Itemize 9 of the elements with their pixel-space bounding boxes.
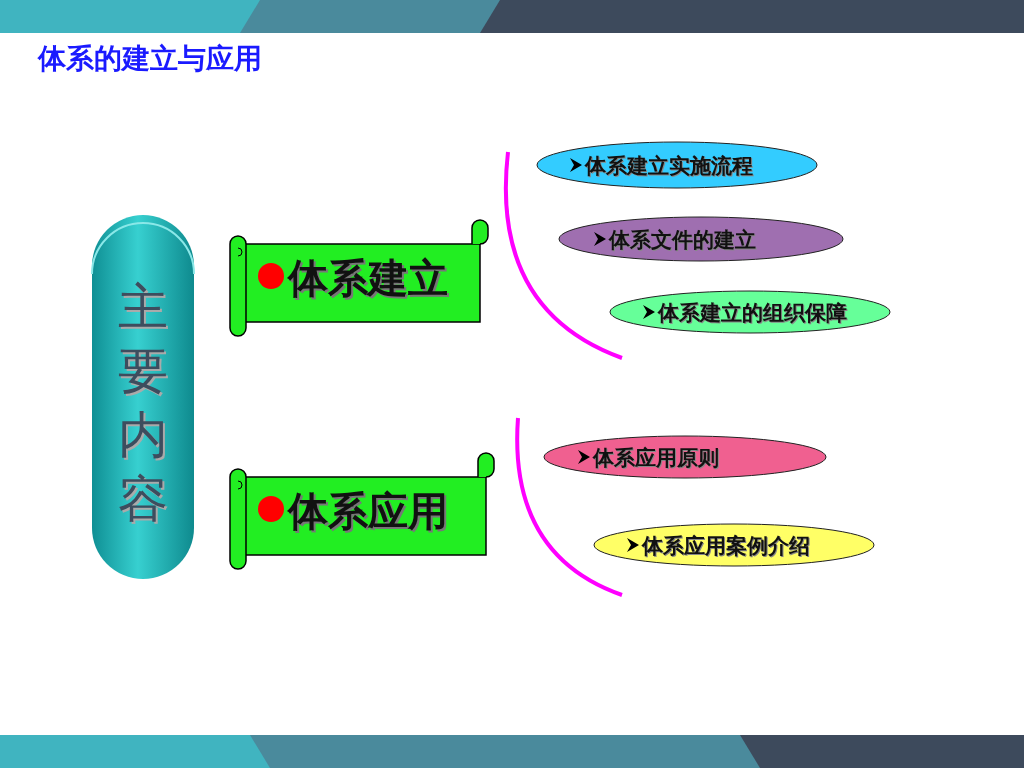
tag-text: 体系应用案例介绍 bbox=[642, 533, 810, 560]
tag-text: 体系建立的组织保障 bbox=[658, 300, 847, 327]
vertical-heading: 主要内容 bbox=[117, 277, 169, 530]
tag-text: 体系建立实施流程 bbox=[585, 153, 753, 180]
slide-title: 体系的建立与应用 bbox=[38, 41, 262, 77]
tag-text: 体系应用原则 bbox=[593, 445, 719, 472]
banner-text: 体系建立 bbox=[288, 254, 448, 303]
banner-text: 体系应用 bbox=[288, 487, 448, 536]
tag-text: 体系文件的建立 bbox=[609, 227, 756, 254]
